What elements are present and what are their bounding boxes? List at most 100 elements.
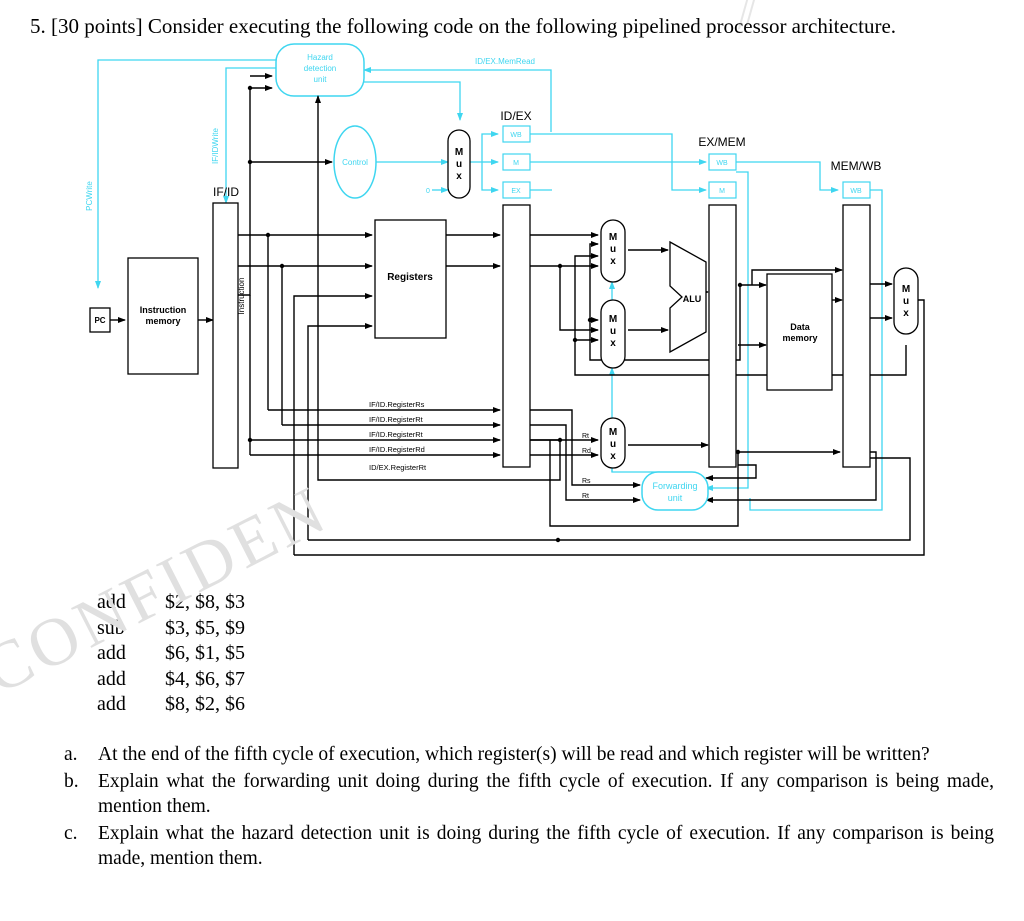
code-args: $3, $5, $9 (165, 616, 245, 639)
ex-mem-m-field (708, 181, 737, 199)
rd-label: Rd (582, 448, 591, 455)
pipeline-diagram: Hazard detection unit ID/EX.MemRead IF/I… (85, 43, 925, 556)
idex-rt-label: ID/EX.RegisterRt (369, 463, 427, 472)
ifid-rs-label: IF/ID.RegisterRs (369, 400, 425, 409)
code-args: $6, $1, $5 (165, 642, 245, 664)
code-args: $8, $2, $6 (165, 693, 245, 715)
code-line: add $6, $1, $5 (97, 641, 245, 667)
mux-letter: M (609, 427, 617, 438)
registers-label: Registers (387, 272, 433, 283)
writeback-mux (893, 267, 919, 335)
pc-label: PC (94, 316, 105, 325)
part-letter: a. (64, 744, 78, 765)
forwarding-unit (641, 471, 709, 511)
rt-label: Rt (582, 433, 589, 440)
question-header: 5. [30 points] Consider executing the fo… (30, 14, 896, 39)
hazard-label-3: unit (314, 75, 328, 84)
part-a: a. At the end of the fifth cycle of exec… (64, 742, 994, 767)
mem-wb-label: MEM/WB (831, 159, 882, 173)
ifid-rt2-label: IF/ID.RegisterRt (369, 430, 424, 439)
ex-mem-wb-label: WB (716, 160, 728, 167)
hazard-mux (447, 129, 471, 199)
part-letter: c. (64, 823, 78, 844)
ex-mem-register (708, 204, 737, 468)
id-ex-m-field (502, 153, 531, 171)
data-memory (766, 273, 833, 391)
data-memory-label-1: Data (790, 322, 811, 332)
rs-label: Rs (582, 478, 591, 485)
code-args: $4, $6, $7 (165, 667, 245, 690)
mux-letter: M (455, 147, 463, 158)
mux-letter: M (609, 314, 617, 325)
part-b: b. Explain what the forwarding unit doin… (64, 769, 994, 819)
id-ex-ex-field (502, 181, 531, 199)
mux-letter: M (902, 284, 910, 295)
code-line: add$2, $8, $3 (97, 590, 245, 616)
instruction-label: Instruction (237, 278, 246, 315)
mux-letter: u (610, 439, 616, 450)
code-line: add $8, $2, $6 (97, 692, 245, 718)
question-number: 5. (30, 14, 46, 38)
mux-letter: M (609, 232, 617, 243)
code-line: sub $3, $5, $9 (97, 616, 245, 642)
pc-write-label: PCWrite (85, 181, 94, 211)
mux-letter: u (903, 296, 909, 307)
id-ex-memread-label: ID/EX.MemRead (475, 57, 535, 66)
control-unit (333, 125, 377, 199)
forwarding-label-1: Forwarding (652, 481, 697, 491)
mem-wb-wb-field (842, 181, 871, 199)
instruction-memory-label-2: memory (145, 316, 180, 326)
code-op: add (97, 693, 126, 715)
code-op: add (97, 667, 126, 690)
alu-mux-a (600, 219, 626, 283)
question-text: [30 points] Consider executing the follo… (51, 14, 897, 38)
zero-label: 0 (426, 188, 430, 195)
pc-box (89, 307, 111, 333)
rt2-label: Rt (582, 493, 589, 500)
code-args: $2, $8, $3 (165, 591, 245, 613)
alu (669, 240, 707, 354)
control-label: Control (342, 158, 368, 167)
hazard-label-1: Hazard (307, 53, 333, 62)
mux-letter: u (456, 159, 462, 170)
id-ex-m-label: M (513, 160, 519, 167)
mem-wb-register (842, 204, 871, 468)
instruction-memory (127, 257, 199, 375)
mem-wb-wb-label: WB (850, 188, 862, 195)
alu-mux-b (600, 299, 626, 369)
part-text: Explain what the hazard detection unit i… (98, 823, 994, 869)
mux-letter: x (610, 256, 616, 267)
question-parts: a. At the end of the fifth cycle of exec… (64, 742, 994, 873)
if-id-write-label: IF/IDWrite (211, 128, 220, 164)
alu-label: ALU (683, 294, 702, 304)
mux-letter: x (610, 338, 616, 349)
mux-letter: x (456, 171, 462, 182)
id-ex-wb-label: WB (510, 132, 522, 139)
mux-letter: x (903, 308, 909, 319)
forwarding-label-2: unit (668, 493, 683, 503)
register-file (374, 219, 447, 339)
part-text: At the end of the fifth cycle of executi… (98, 744, 930, 765)
id-ex-ex-label: EX (511, 188, 521, 195)
id-ex-register (502, 204, 531, 468)
ifid-rt1-label: IF/ID.RegisterRt (369, 415, 424, 424)
id-ex-label: ID/EX (500, 109, 531, 123)
if-id-register (212, 202, 239, 469)
if-id-label: IF/ID (213, 185, 239, 199)
mux-letter: u (610, 244, 616, 255)
hazard-label-2: detection (304, 64, 336, 73)
part-letter: b. (64, 771, 79, 792)
part-text: Explain what the forwarding unit doing d… (98, 771, 994, 817)
code-op: add (97, 642, 126, 664)
mux-letter: u (610, 326, 616, 337)
ifid-rd-label: IF/ID.RegisterRd (369, 445, 425, 454)
code-op: sub (97, 616, 125, 639)
reg-dest-mux (600, 417, 626, 469)
id-ex-wb-field (502, 125, 531, 143)
mux-letter: x (610, 451, 616, 462)
data-memory-label-2: memory (782, 333, 817, 343)
code-line: add $4, $6, $7 (97, 667, 245, 693)
ex-mem-label: EX/MEM (698, 135, 745, 149)
ex-mem-wb-field (708, 153, 737, 171)
instruction-memory-label-1: Instruction (140, 305, 187, 315)
